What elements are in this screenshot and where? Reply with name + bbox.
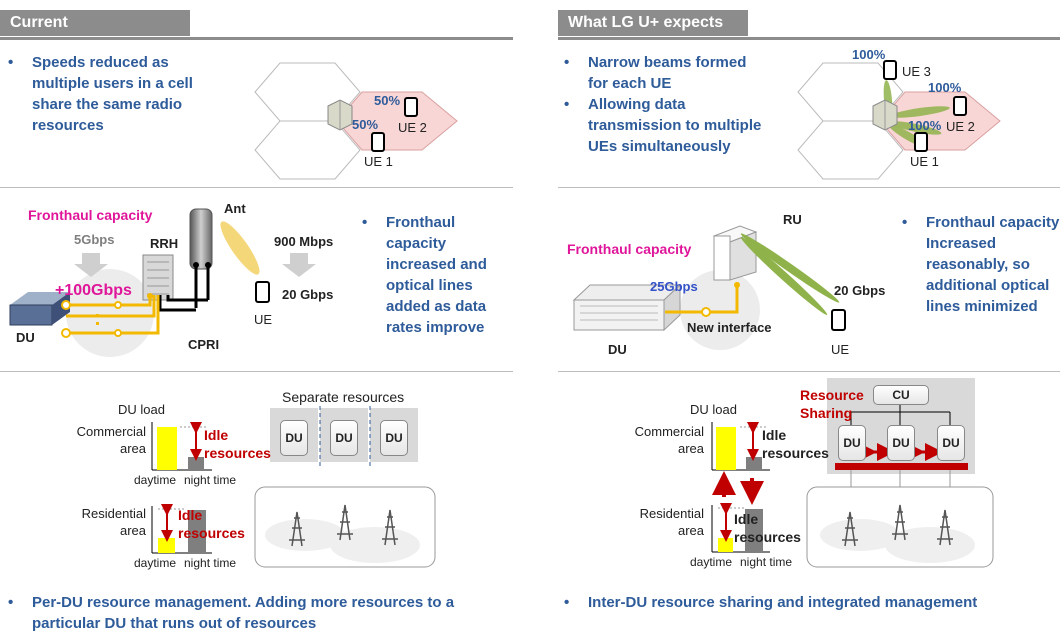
right-night-label: night time	[740, 555, 793, 569]
left-residential-label: Residential area	[81, 506, 146, 538]
right-du-load-label: DU load	[690, 402, 737, 417]
left-du-box-2: DU	[330, 420, 358, 456]
bullet-dot: •	[902, 214, 908, 231]
left-resources-short: resources	[178, 525, 245, 541]
left-top-bullet: • Speeds reduced as multiple users in a …	[8, 52, 218, 136]
left-du-box-3: DU	[380, 420, 408, 456]
left-cpri-label: CPRI	[188, 337, 220, 352]
right-rate-25gbps: 25Gbps	[650, 279, 698, 294]
right-residential-label: Residential area	[639, 506, 704, 538]
left-daytime-label-1: daytime	[134, 473, 177, 487]
left-rate-100gbps: +100Gbps	[55, 282, 132, 299]
right-fronthaul-bullet-text: Fronthaul capacity Increased reasonably,…	[926, 214, 1060, 315]
left-bottom-bullet-text: Per-DU resource management. Adding more …	[32, 594, 455, 632]
left-ue-label: UE	[254, 312, 273, 327]
right-divider-1	[558, 187, 1060, 188]
left-rrh-label: RRH	[150, 236, 179, 251]
right-fronthaul-title: Fronthaul capacity	[567, 241, 692, 257]
left-separate-resources-label: Separate resources	[282, 389, 405, 405]
right-ue2-label: UE 2	[946, 119, 975, 134]
left-commercial-label: Commercial area	[76, 424, 146, 456]
right-header-rule	[558, 37, 1060, 40]
right-du-box-3: DU	[937, 425, 965, 461]
right-idle-resources-residential: Idle resources	[734, 511, 801, 545]
right-new-interface-label: New interface	[687, 320, 772, 335]
left-header-rule	[0, 37, 513, 40]
right-bullet-1: • Narrow beams formed for each UE	[564, 52, 764, 94]
left-ue1-label: UE 1	[364, 154, 393, 169]
right-du-label: DU	[608, 342, 627, 357]
left-idle-resources-commercial: Idle resources	[204, 427, 271, 461]
right-percent-ue2: 100%	[928, 80, 962, 95]
right-ue1-label: UE 1	[910, 154, 939, 169]
right-commercial-label: Commercial area	[634, 424, 704, 456]
left-du-box-1: DU	[280, 420, 308, 456]
left-fronthaul-title: Fronthaul capacity	[28, 207, 153, 223]
right-du-box-1: DU	[838, 425, 866, 461]
left-du-load-label: DU load	[118, 402, 165, 417]
right-section-header: What LG U+ expects	[558, 10, 748, 36]
right-bullet-1-text: Narrow beams formed for each UE	[588, 54, 747, 92]
left-bottom-bullet: • Per-DU resource management. Adding mor…	[8, 592, 498, 634]
bullet-dot: •	[8, 594, 14, 611]
left-fronthaul-bullet-text: Fronthaul capacity increased and optical…	[386, 214, 487, 336]
right-20gbps-label: 20 Gbps	[834, 283, 886, 298]
right-ru-label: RU	[783, 212, 802, 227]
left-cell-percent-ue2: 50%	[374, 93, 401, 108]
right-bottom-bullet: • Inter-DU resource sharing and integrat…	[564, 592, 1044, 613]
left-divider-1	[0, 187, 513, 188]
left-ue2-label: UE 2	[398, 120, 427, 135]
right-cell-diagram	[797, 60, 1001, 180]
left-900mbps-label: 900 Mbps	[274, 234, 334, 249]
right-divider-2	[558, 371, 1060, 372]
left-rate-5gbps: 5Gbps	[74, 232, 115, 247]
left-daytime-label-2: daytime	[134, 556, 177, 570]
bullet-dot: •	[564, 96, 570, 113]
left-du-label: DU	[16, 330, 35, 345]
bullet-dot: •	[8, 54, 14, 71]
left-cell-diagram	[254, 62, 458, 180]
right-du-box-2: DU	[887, 425, 915, 461]
bullet-dot: •	[564, 594, 570, 611]
bullet-dot: •	[564, 54, 570, 71]
right-fronthaul-diagram	[572, 225, 846, 350]
left-ant-label: Ant	[224, 201, 246, 216]
right-fronthaul-bullet: • Fronthaul capacity Increased reasonabl…	[902, 212, 1060, 317]
right-bullet-2: • Allowing data transmission to multiple…	[564, 94, 764, 157]
left-20gbps-label: 20 Gbps	[282, 287, 334, 302]
right-idle-resources-commercial: Idle resources	[762, 427, 829, 461]
left-night-label-2: night time	[184, 556, 237, 570]
left-night-label-1: night time	[184, 473, 237, 487]
left-top-bullet-text: Speeds reduced as multiple users in a ce…	[32, 54, 193, 134]
left-idle-short: Idle	[178, 507, 203, 523]
right-resource-sharing-label: Resource Sharing	[800, 387, 864, 421]
right-cu-box: CU	[873, 385, 929, 405]
left-section-header: Current	[0, 10, 190, 36]
right-percent-ue3: 100%	[852, 47, 886, 62]
right-bottom-bullet-text: Inter-DU resource sharing and integrated…	[588, 594, 978, 611]
left-fronthaul-bullet: • Fronthaul capacity increased and optic…	[362, 212, 502, 338]
right-percent-ue1: 100%	[908, 118, 942, 133]
left-cell-percent-ue1: 50%	[352, 117, 379, 132]
left-divider-2	[0, 371, 513, 372]
left-resources-diagram	[151, 406, 436, 568]
right-bullet-2-text: Allowing data transmission to multiple U…	[588, 96, 762, 155]
bullet-dot: •	[362, 214, 368, 231]
right-ue-label: UE	[831, 342, 850, 357]
right-daytime-label: daytime	[690, 555, 733, 569]
left-fronthaul-diagram	[9, 208, 316, 357]
right-ue3-label: UE 3	[902, 64, 931, 79]
